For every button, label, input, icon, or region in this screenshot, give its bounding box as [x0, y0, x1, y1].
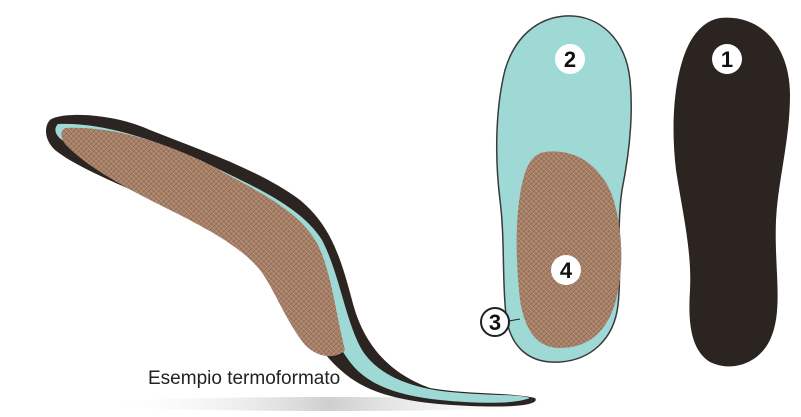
- callout-4-label: 4: [560, 258, 573, 283]
- callout-2: 2: [555, 44, 585, 74]
- callout-2-label: 2: [564, 47, 576, 72]
- image-caption: Esempio termoformato: [148, 368, 340, 390]
- callout-3-label: 3: [489, 310, 501, 335]
- callout-1: 1: [712, 44, 742, 74]
- thermoformed-insole-side-view: [46, 115, 536, 407]
- callout-4: 4: [551, 255, 581, 285]
- insole-side-mesh: [61, 128, 345, 356]
- callout-1-label: 1: [721, 47, 733, 72]
